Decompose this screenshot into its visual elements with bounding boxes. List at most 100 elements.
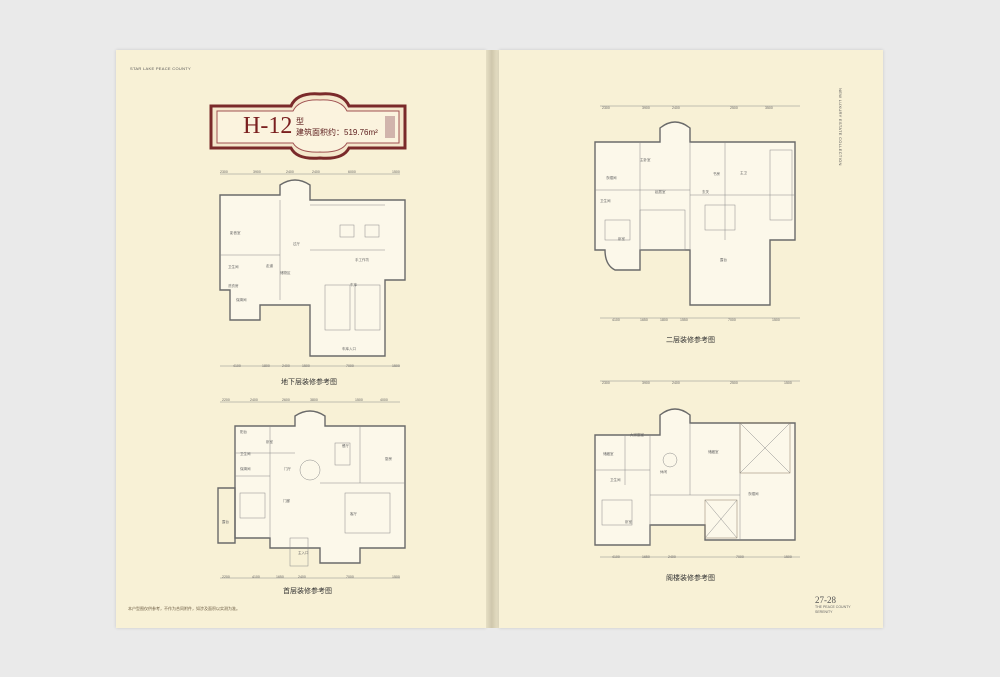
room-label: 露台 — [222, 520, 229, 524]
room-label: 主卫 — [740, 171, 747, 175]
dimension: 4100 — [252, 575, 260, 579]
dimension: 2400 — [286, 170, 294, 174]
room-label: 起居室 — [655, 190, 666, 194]
dimension: 7000 — [736, 555, 744, 559]
dimension: 3900 — [642, 106, 650, 110]
room-label: 厨房 — [385, 457, 392, 461]
room-label: 手工作坊 — [355, 258, 369, 262]
dimension: 2300 — [602, 106, 610, 110]
dimension: 3900 — [642, 381, 650, 385]
dimension: 2300 — [602, 381, 610, 385]
dimension: 2500 — [730, 106, 738, 110]
dimension: 1500 — [784, 555, 792, 559]
dimension: 2600 — [282, 398, 290, 402]
room-label: 储藏室 — [603, 452, 614, 456]
room-label: 卧室 — [618, 237, 625, 241]
room-label: 洗衣房 — [228, 284, 239, 288]
room-label: 卫生间 — [240, 452, 251, 456]
page-number-line2: SERENITY — [815, 610, 833, 614]
dimension: 1500 — [355, 398, 363, 402]
dimension: 2300 — [220, 170, 228, 174]
dimension: 2200 — [222, 575, 230, 579]
room-label: 影音室 — [230, 231, 241, 235]
dimension: 1650 — [640, 318, 648, 322]
second-floor-plan — [594, 105, 800, 319]
dimension: 1500 — [302, 364, 310, 368]
room-label: 车库 — [350, 283, 357, 287]
attic-caption: 阁楼装修参考图 — [666, 575, 715, 582]
area-label: 建筑面积约：519.76m² — [296, 128, 378, 137]
dimension: 2500 — [730, 381, 738, 385]
room-label: 门厅 — [284, 467, 291, 471]
dimension: 1650 — [642, 555, 650, 559]
room-label: 卧室 — [625, 520, 632, 524]
dimension: 7000 — [346, 575, 354, 579]
ground-floor-plan — [217, 401, 406, 579]
room-label: 主卧室 — [640, 158, 651, 162]
room-label: 车库入口 — [342, 347, 356, 351]
room-label: 阳台 — [240, 430, 247, 434]
book-spine — [486, 50, 499, 628]
attic-floor-plan — [594, 380, 800, 558]
dimension: 3900 — [253, 170, 261, 174]
room-label: 储物区 — [280, 271, 291, 275]
dimension: 1800 — [262, 364, 270, 368]
dimension: 2200 — [222, 398, 230, 402]
room-label: 走道 — [266, 264, 273, 268]
room-label: 衣帽间 — [748, 492, 759, 496]
room-label: 卧室 — [266, 440, 273, 444]
room-label: 休闲 — [660, 470, 667, 474]
model-number: H-12 — [243, 113, 293, 139]
dimension: 2400 — [282, 364, 290, 368]
dimension: 1800 — [660, 318, 668, 322]
dimension: 1500 — [784, 381, 792, 385]
room-label: 玄关 — [702, 190, 709, 194]
footnote: 本户型图仅供参考，不作为合同附件，如涉及面积以实测为准。 — [128, 606, 240, 611]
room-label: 主入口 — [298, 551, 309, 555]
dimension: 2400 — [312, 170, 320, 174]
page-number: 27-28 — [815, 595, 836, 605]
dimension: 3800 — [310, 398, 318, 402]
room-label: 餐厅 — [342, 444, 349, 448]
room-label: 露台 — [720, 258, 727, 262]
room-label: 保姆间 — [240, 467, 251, 471]
dimension: 4100 — [233, 364, 241, 368]
basement-caption: 地下层装修参考图 — [281, 379, 337, 386]
page-number-line1: THE PEACE COUNTY — [815, 605, 851, 609]
right-running-title: NEW LUXURY ESTATE COLLECTION — [838, 88, 843, 166]
dimension: 2400 — [668, 555, 676, 559]
room-label: 门廊 — [283, 499, 290, 503]
room-label: 衣帽间 — [606, 176, 617, 180]
room-label: 卫生间 — [600, 199, 611, 203]
dimension: 7000 — [728, 318, 736, 322]
dimension: 1650 — [276, 575, 284, 579]
dimension: 4100 — [612, 318, 620, 322]
dimension: 1500 — [392, 364, 400, 368]
dimension: 4000 — [380, 398, 388, 402]
model-suffix: 型 — [296, 117, 304, 126]
room-label: 大家庭室 — [630, 433, 644, 437]
room-label: 储藏室 — [708, 450, 719, 454]
room-label: 卫生间 — [610, 478, 621, 482]
room-label: 卫生间 — [228, 265, 239, 269]
room-label: 客厅 — [350, 512, 357, 516]
ground-caption: 首层装修参考图 — [283, 588, 332, 595]
left-running-title: STAR LAKE PEACE COUNTY — [130, 66, 191, 71]
title-cartouche — [209, 92, 407, 160]
dimension: 2400 — [250, 398, 258, 402]
dimension: 1500 — [392, 170, 400, 174]
dimension: 6000 — [348, 170, 356, 174]
second-caption: 二层装修参考图 — [666, 337, 715, 344]
room-label: 书房 — [713, 172, 720, 176]
dimension: 1500 — [772, 318, 780, 322]
dimension: 2400 — [672, 381, 680, 385]
dimension: 7000 — [346, 364, 354, 368]
dimension: 4100 — [612, 555, 620, 559]
dimension: 1500 — [392, 575, 400, 579]
room-label: 过厅 — [293, 242, 300, 246]
basement-floor-plan — [219, 173, 406, 367]
dimension: 2400 — [672, 106, 680, 110]
dimension: 2400 — [298, 575, 306, 579]
room-label: 保姆间 — [236, 298, 247, 302]
dimension: 1550 — [680, 318, 688, 322]
